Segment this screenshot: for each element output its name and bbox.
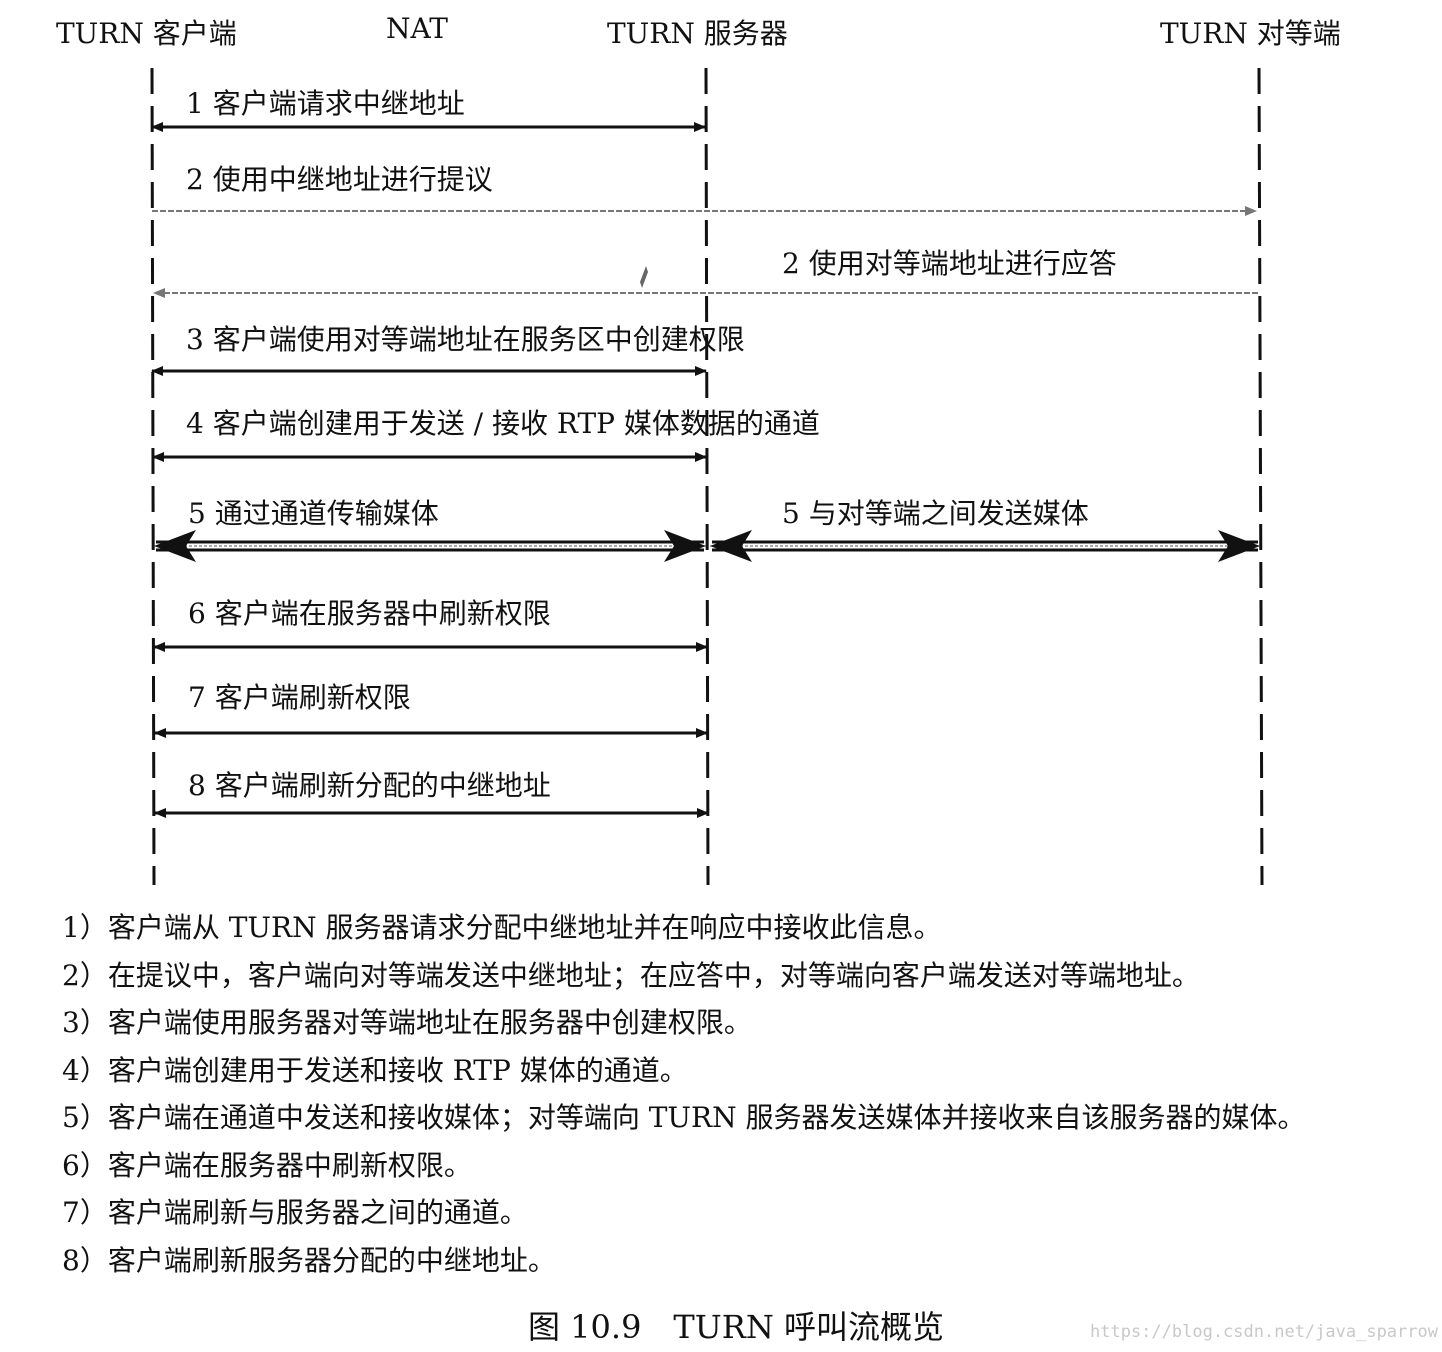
msg-label-1: 1 客户端请求中继地址 (186, 87, 465, 120)
msg-label-2-offer: 2 使用中继地址进行提议 (186, 163, 493, 196)
msg-label-5-channel: 5 通过通道传输媒体 (188, 497, 439, 530)
lifeline-turn-server (704, 67, 710, 886)
note-5: 5）客户端在通道中发送和接收媒体；对等端向 TURN 服务器发送媒体并接收来自该… (62, 1101, 1306, 1134)
lane-header-turn-server: TURN 服务器 (607, 17, 788, 50)
note-2: 2）在提议中，客户端向对等端发送中继地址；在应答中，对等端向客户端发送对等端地址… (62, 958, 1200, 992)
msg-label-7: 7 客户端刷新权限 (188, 681, 411, 714)
arrow-msg-5-channel (154, 530, 706, 562)
arrow-msg-5-peer (710, 530, 1260, 562)
note-3: 3）客户端使用服务器对等端地址在服务器中创建权限。 (62, 1006, 752, 1039)
note-7: 7）客户端刷新与服务器之间的通道。 (62, 1196, 528, 1229)
lifelines (150, 67, 1264, 886)
notes-list: 1）客户端从 TURN 服务器请求分配中继地址并在响应中接收此信息。 2）在提议… (62, 904, 1305, 1284)
watermark: https://blog.csdn.net/java_sparrow (1090, 1322, 1438, 1342)
msg-label-2-answer: 2 使用对等端地址进行应答 (782, 247, 1117, 280)
figure-caption: 图 10.9 TURN 呼叫流概览 (528, 1308, 945, 1346)
sequence-diagram (150, 67, 1264, 886)
msg-label-4: 4 客户端创建用于发送 / 接收 RTP 媒体数据的通道 (186, 407, 820, 440)
lane-header-nat: NAT (386, 12, 448, 45)
note-8: 8）客户端刷新服务器分配的中继地址。 (62, 1243, 556, 1277)
lifeline-turn-client (150, 67, 156, 886)
scan-artifact (640, 266, 648, 288)
note-6: 6）客户端在服务器中刷新权限。 (62, 1148, 472, 1182)
note-4: 4）客户端创建用于发送和接收 RTP 媒体的通道。 (62, 1053, 688, 1087)
msg-label-3: 3 客户端使用对等端地址在服务区中创建权限 (186, 323, 745, 356)
lane-header-turn-client: TURN 客户端 (56, 17, 237, 50)
lifeline-turn-peer (1257, 67, 1264, 886)
msg-label-5-peer: 5 与对等端之间发送媒体 (782, 497, 1089, 530)
lane-header-turn-peer: TURN 对等端 (1160, 17, 1341, 50)
msg-label-8: 8 客户端刷新分配的中继地址 (188, 769, 551, 802)
msg-label-6: 6 客户端在服务器中刷新权限 (188, 597, 551, 630)
note-1: 1）客户端从 TURN 服务器请求分配中继地址并在响应中接收此信息。 (62, 911, 942, 944)
